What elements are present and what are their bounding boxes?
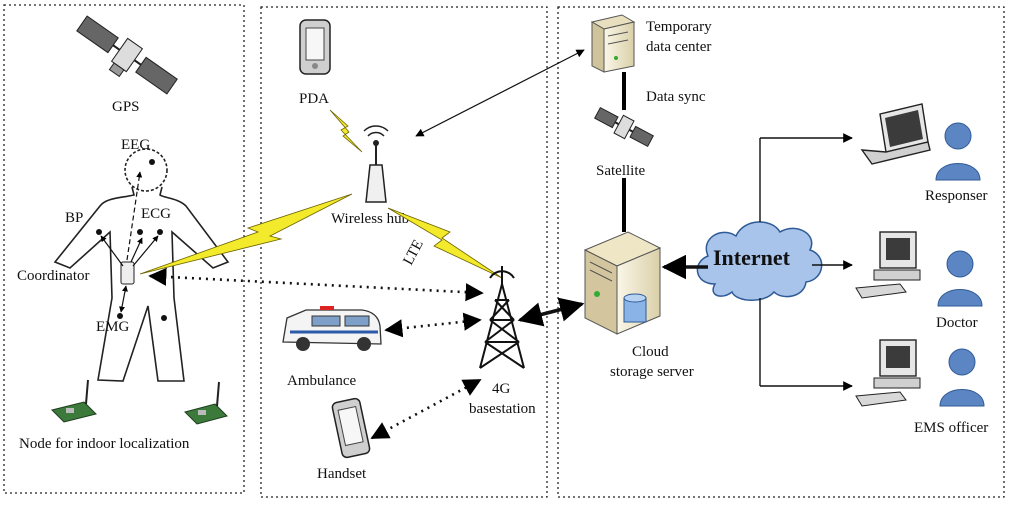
cloud-label-1: Cloud (632, 344, 669, 360)
temporary-datacenter-icon (590, 14, 636, 73)
data-sync-label: Data sync (646, 89, 706, 105)
satellite-icon (594, 106, 654, 148)
coordinator-label: Coordinator (17, 268, 90, 284)
localization-node-left (51, 379, 97, 423)
lte-label: LTE (400, 237, 426, 268)
handset-label: Handset (317, 466, 367, 482)
temp-dc-label-1: Temporary (646, 19, 712, 35)
person-icon-responser (935, 122, 981, 181)
cloud-server-icon (583, 231, 662, 335)
gps-label: GPS (112, 99, 140, 115)
sensor-links (100, 171, 159, 313)
person-icon-doctor (937, 250, 983, 307)
pda-icon (299, 19, 331, 75)
body-figure (53, 148, 230, 382)
handset-icon (331, 397, 371, 459)
eeg-label: EEG (121, 137, 150, 153)
satellite-label: Satellite (596, 163, 645, 179)
internet-branches (759, 133, 853, 391)
person-icon-ems (939, 348, 985, 407)
dotted-links (148, 267, 484, 440)
access-network-panel (260, 6, 548, 498)
basestation-label-2: basestation (469, 401, 536, 417)
doctor-label: Doctor (936, 315, 978, 331)
localization-node-right (184, 381, 228, 425)
basestation-label-1: 4G (492, 381, 511, 397)
sensor-dots (96, 159, 167, 321)
lightning-body-hub (139, 193, 353, 275)
internet-cloud-icon (696, 221, 823, 301)
basestation-cloud-link (517, 297, 585, 327)
internet-label: Internet (713, 245, 791, 270)
ems-label: EMS officer (914, 420, 988, 436)
node-label: Node for indoor localization (19, 436, 190, 452)
ecg-label: ECG (141, 206, 171, 222)
backend-panel (557, 6, 1005, 498)
responser-label: Responser (925, 188, 988, 204)
gps-satellite-icon (76, 15, 178, 95)
coordinator-device (120, 261, 135, 285)
wireless-hub-label: Wireless hub (331, 211, 409, 227)
wireless-hub-icon (363, 125, 389, 203)
emg-label: EMG (96, 319, 130, 335)
pda-label: PDA (299, 91, 329, 107)
laptop-icon (860, 103, 931, 165)
body-area-panel (3, 4, 245, 494)
basestation-tower-icon (479, 266, 525, 369)
ambulance-icon (282, 306, 382, 351)
hub-datacenter-link (415, 49, 585, 137)
lightning-lte (387, 207, 503, 279)
ambulance-label: Ambulance (287, 373, 356, 389)
desktop-icon-ems (855, 339, 921, 407)
lightning-pda-hub (329, 109, 363, 153)
temp-dc-label-2: data center (646, 39, 711, 55)
bp-label: BP (65, 210, 83, 226)
cloud-label-2: storage server (610, 364, 694, 380)
desktop-icon-doctor (855, 231, 921, 299)
